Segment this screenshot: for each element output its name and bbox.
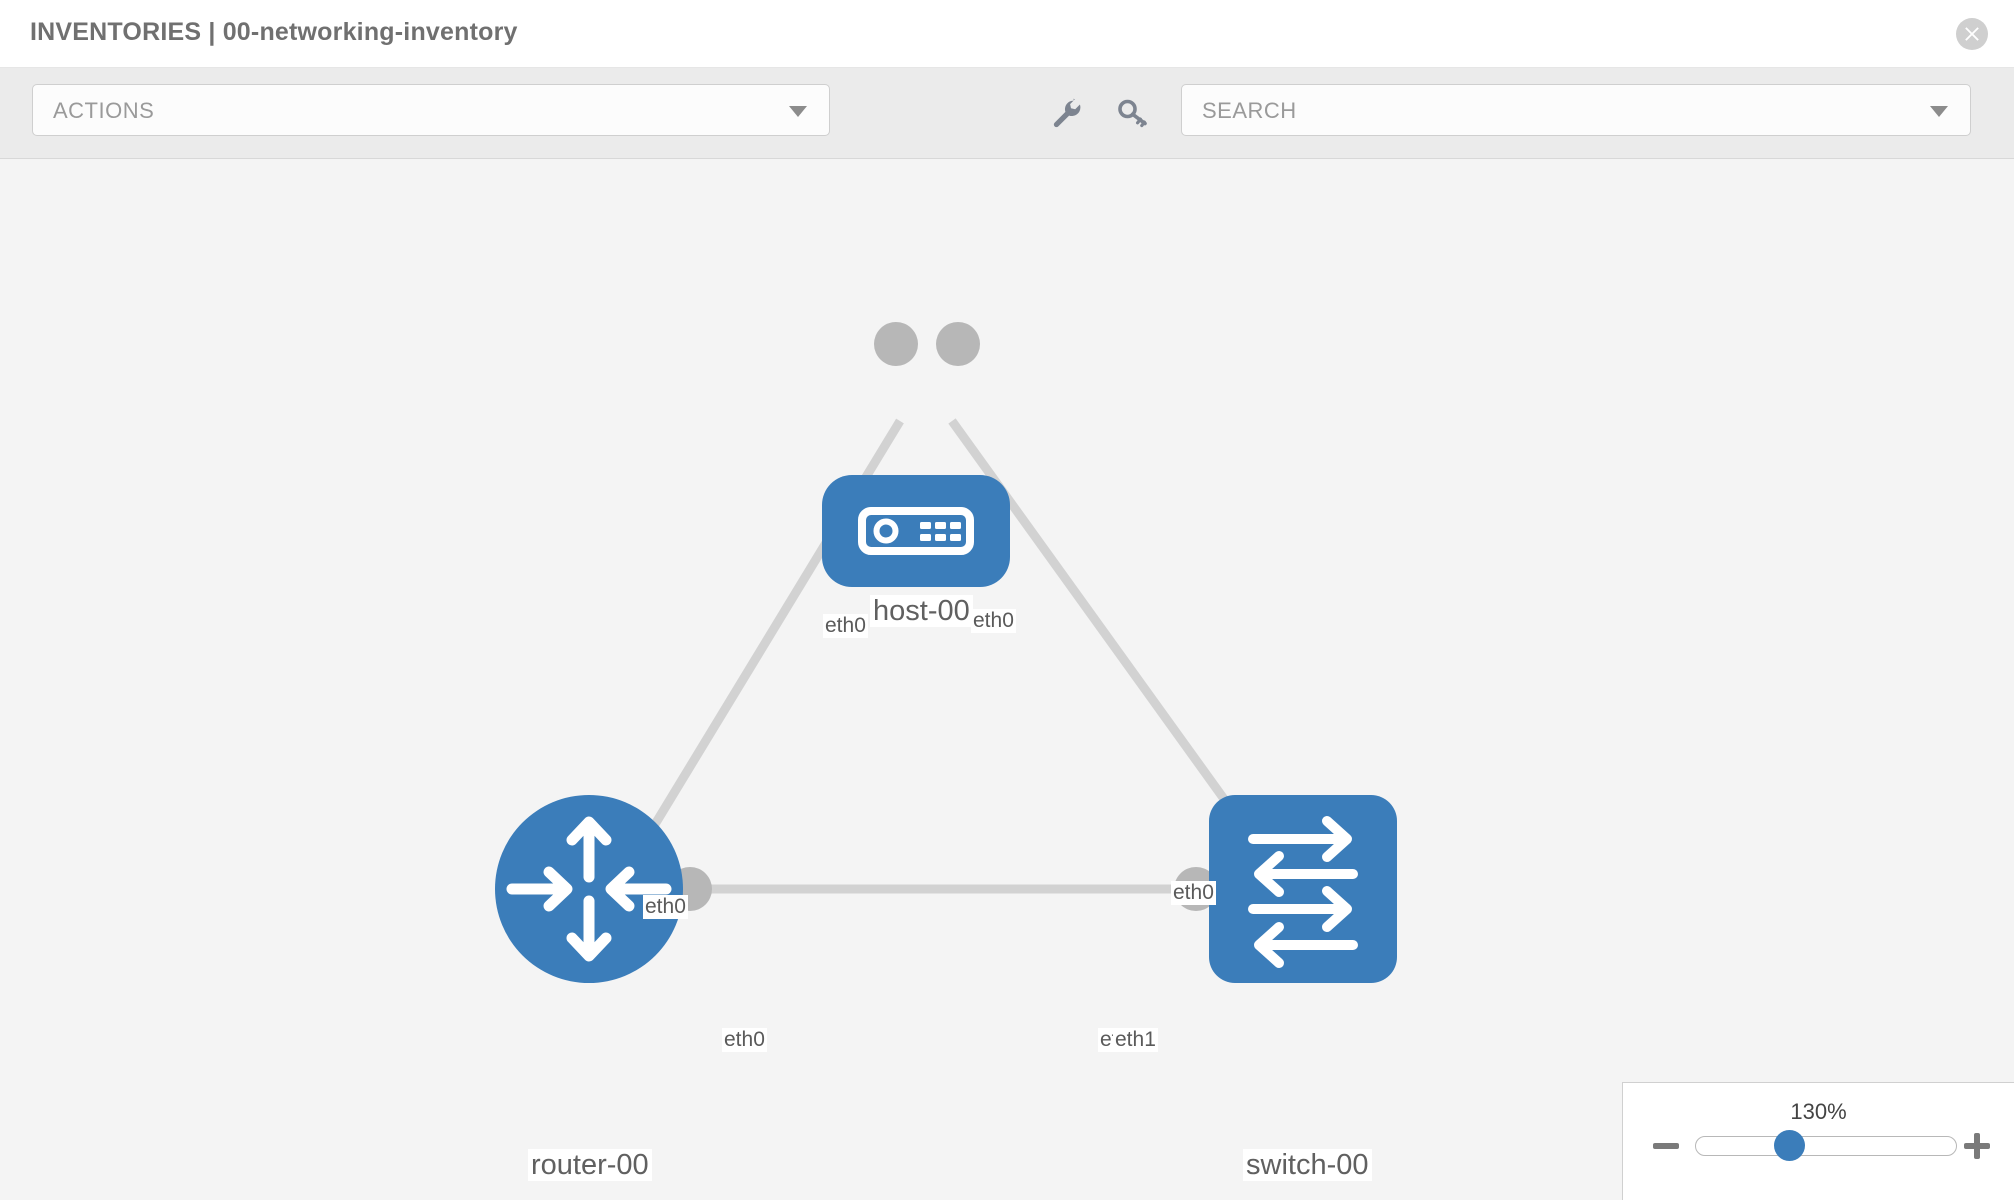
page-title: INVENTORIES | 00-networking-inventory <box>30 18 518 46</box>
chevron-down-icon <box>789 106 807 117</box>
connector-host-left <box>874 322 918 366</box>
iface-label-switch-up: eth0 <box>1171 881 1216 906</box>
zoom-in-button[interactable] <box>1962 1131 1992 1161</box>
server-appliance-icon <box>858 507 974 555</box>
node-label-switch-00: switch-00 <box>1243 1149 1372 1182</box>
zoom-out-button[interactable] <box>1651 1131 1681 1161</box>
zoom-control-panel: 130% <box>1622 1082 2014 1200</box>
iface-label-host-right: eth0 <box>971 609 1016 634</box>
iface-label-host-left: eth0 <box>823 614 868 639</box>
zoom-slider-thumb[interactable] <box>1774 1130 1805 1161</box>
switch-arrows-icon <box>1248 816 1358 968</box>
iface-label-switch-left-b: eth1 <box>1113 1028 1158 1053</box>
zoom-level-value: 130% <box>1790 1099 1847 1124</box>
topology-graph <box>495 322 1397 983</box>
search-input-value: SEARCH <box>1202 98 1297 123</box>
iface-label-router-up: eth0 <box>643 895 688 920</box>
close-icon[interactable] <box>1956 18 1988 50</box>
page-header: INVENTORIES | 00-networking-inventory <box>0 0 2014 68</box>
actions-dropdown[interactable]: ACTIONS <box>32 84 830 136</box>
node-label-host-00: host-00 <box>870 595 973 628</box>
node-label-router-00: router-00 <box>528 1149 652 1182</box>
key-icon[interactable] <box>1116 96 1150 130</box>
actions-dropdown-label: ACTIONS <box>53 98 155 123</box>
zoom-slider[interactable] <box>1695 1136 1957 1156</box>
iface-label-router-right: eth0 <box>722 1028 767 1053</box>
search-input[interactable]: SEARCH <box>1181 84 1971 136</box>
node-router-00 <box>495 795 683 983</box>
topology-canvas[interactable]: eth0 host-00 eth0 eth0 eth0 eth0 eth eth… <box>0 159 2014 1200</box>
node-switch-00 <box>1209 795 1397 983</box>
wrench-icon[interactable] <box>1049 96 1083 130</box>
chevron-down-icon <box>1930 106 1948 117</box>
connector-host-right <box>936 322 980 366</box>
node-host-00 <box>822 475 1010 587</box>
router-four-arrows-icon <box>506 816 672 962</box>
